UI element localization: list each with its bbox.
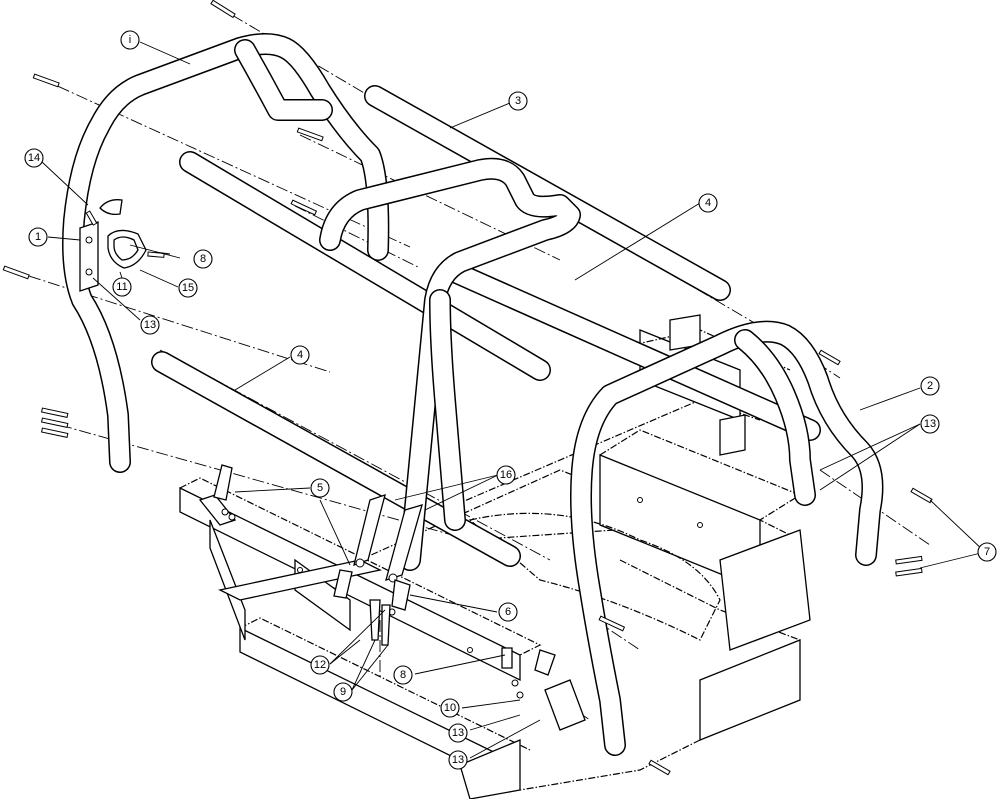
- svg-text:1: 1: [35, 231, 41, 243]
- svg-text:2: 2: [927, 380, 933, 392]
- callout-3: 3: [508, 91, 528, 111]
- svg-text:3: 3: [515, 95, 521, 107]
- svg-text:4: 4: [705, 197, 711, 209]
- callout-4-lower: 4: [290, 345, 310, 365]
- svg-text:13: 13: [144, 319, 156, 331]
- svg-text:13: 13: [452, 727, 464, 739]
- leader-lines: [41, 41, 986, 759]
- svg-text:i: i: [129, 34, 131, 46]
- callout-2: 2: [920, 376, 940, 396]
- svg-text:13: 13: [924, 418, 936, 430]
- callout-6: 6: [498, 602, 518, 622]
- bolts: [2, 0, 933, 776]
- svg-text:4: 4: [297, 349, 303, 361]
- callout-9: 9: [333, 682, 353, 702]
- mid-cross-hoop: [319, 157, 581, 571]
- svg-text:8: 8: [400, 669, 406, 681]
- svg-text:16: 16: [500, 469, 512, 481]
- bracket-and-light-parts: [79, 199, 171, 292]
- callout-16: 16: [496, 465, 516, 485]
- svg-text:6: 6: [505, 606, 511, 618]
- callout-5: 5: [310, 478, 330, 498]
- callout-13-right: 13: [920, 414, 940, 434]
- callout-13-lower-b: 13: [448, 750, 468, 770]
- callout-13-lower-a: 13: [448, 723, 468, 743]
- callout-11: 11: [112, 277, 132, 297]
- shock-absorbers: [353, 494, 423, 583]
- callout-1: 1: [28, 227, 48, 247]
- rear-roll-hoop: [570, 320, 884, 756]
- callout-i: i: [120, 30, 140, 50]
- callout-7: 7: [977, 542, 997, 562]
- svg-text:9: 9: [340, 686, 346, 698]
- svg-text:5: 5: [317, 482, 323, 494]
- svg-text:12: 12: [314, 659, 326, 671]
- callout-8-lower: 8: [393, 665, 413, 685]
- svg-text:15: 15: [182, 282, 194, 294]
- svg-text:11: 11: [116, 281, 127, 293]
- mounting-brackets: [213, 464, 556, 676]
- svg-text:7: 7: [984, 546, 990, 558]
- callout-8-upper: 8: [193, 249, 213, 269]
- callout-10: 10: [440, 698, 460, 718]
- callout-4-upper: 4: [698, 193, 718, 213]
- callout-13-left: 13: [140, 315, 160, 335]
- svg-text:13: 13: [452, 754, 464, 766]
- callout-12: 12: [310, 655, 330, 675]
- svg-text:10: 10: [444, 702, 456, 714]
- svg-text:14: 14: [28, 152, 40, 164]
- callout-14: 14: [24, 148, 44, 168]
- svg-text:8: 8: [200, 253, 206, 265]
- front-roll-hoop: [62, 33, 390, 473]
- callout-15: 15: [178, 278, 198, 298]
- callout-balloons: i 14 1 8 11 15 13 3 4 4 2 13 7 16 5 6 12…: [24, 30, 997, 770]
